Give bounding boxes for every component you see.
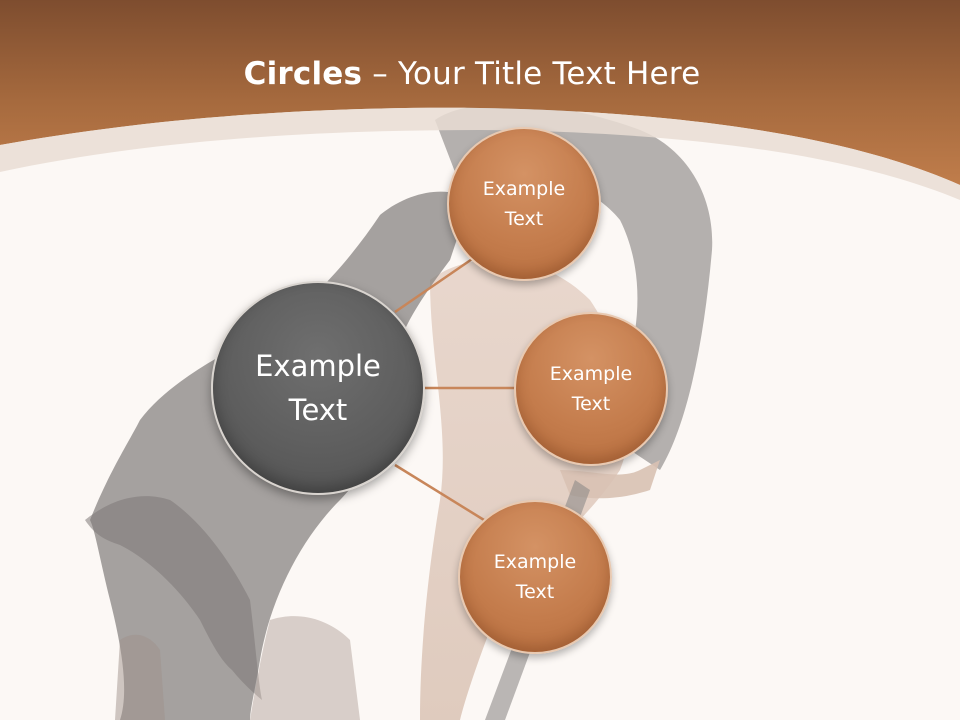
satellite-circle-3-line1: Example (493, 551, 577, 573)
connector-line-1 (394, 253, 479, 314)
center-circle-line2: Text (288, 393, 348, 427)
center-circle[interactable]: Example Text (211, 281, 425, 495)
satellite-circle-2[interactable]: Example Text (514, 312, 668, 466)
title-bold: Circles (243, 56, 363, 92)
satellite-circle-1-line2: Text (504, 208, 544, 230)
page-title: Circles – Your Title Text Here (0, 56, 944, 92)
satellite-circle-3-line2: Text (515, 581, 555, 603)
title-rest: – Your Title Text Here (362, 56, 701, 92)
satellite-circle-1-line1: Example (482, 178, 566, 200)
satellite-circle-2-line1: Example (549, 363, 633, 385)
center-circle-line1: Example (255, 349, 381, 383)
satellite-circle-1[interactable]: Example Text (447, 127, 601, 281)
header-band (0, 0, 960, 200)
connector-line-3 (394, 463, 485, 522)
satellite-circle-2-line2: Text (571, 393, 611, 415)
satellite-circle-3[interactable]: Example Text (458, 500, 612, 654)
